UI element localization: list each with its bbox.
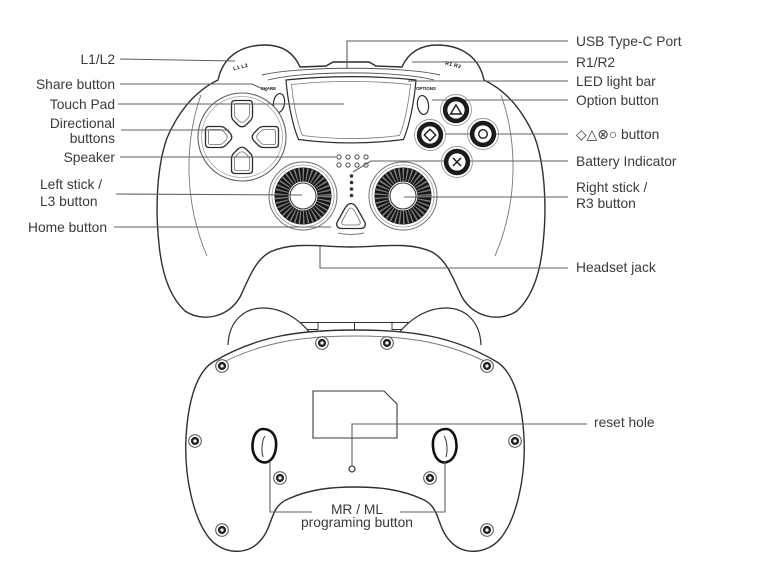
leader-lines <box>114 40 587 513</box>
left-seam-line <box>188 94 208 257</box>
directional-pad <box>197 92 287 182</box>
cross-button <box>441 146 473 178</box>
leader-reset <box>351 423 587 465</box>
front-view: L1 L2 R1 R2 SHARE OPTIONS <box>156 44 546 318</box>
label-headset-jack: Headset jack <box>576 260 656 275</box>
label-directional-line1: Directional <box>49 116 115 131</box>
label-speaker: Speaker <box>63 149 115 165</box>
led-light-bar <box>261 67 441 81</box>
label-touch-pad: Touch Pad <box>49 96 115 112</box>
label-right-stick-line2: R3 button <box>576 196 636 211</box>
label-mrml-line2: programing button <box>301 515 413 530</box>
right-stick <box>369 162 437 230</box>
cross-icon <box>452 157 462 167</box>
left-stick <box>269 162 337 230</box>
label-option-button: Option button <box>576 92 659 108</box>
touch-pad <box>285 76 417 144</box>
ml-paddle <box>251 427 278 464</box>
leader-l1l2 <box>119 58 236 62</box>
face-buttons <box>414 94 499 178</box>
option-button <box>416 94 430 116</box>
label-directional-line2: buttons <box>69 130 115 146</box>
label-left-stick-line2: L3 button <box>40 193 98 209</box>
label-home-button: Home button <box>28 219 107 235</box>
label-left-stick: Left stick / L3 button <box>40 177 102 210</box>
label-plate <box>312 390 398 439</box>
diamond-icon <box>423 128 437 142</box>
label-l1-l2: L1/L2 <box>80 52 115 67</box>
back-top-seam <box>215 335 495 367</box>
options-marking: OPTIONS <box>416 86 436 91</box>
leader-mrml-left <box>269 461 312 513</box>
home-button <box>336 202 366 235</box>
circle-button <box>467 118 499 150</box>
l1-l2-marking: L1 L2 <box>233 63 249 72</box>
label-usb-port: USB Type-C Port <box>576 34 682 49</box>
mr-paddle <box>431 427 458 464</box>
leader-mrml-right <box>400 461 446 513</box>
label-r1-r2: R1/R2 <box>576 55 616 70</box>
triangle-icon <box>449 103 463 115</box>
speaker-holes <box>336 154 369 168</box>
right-seam-line <box>494 94 514 257</box>
label-battery-indicator: Battery Indicator <box>576 153 677 169</box>
label-share-button: Share button <box>35 77 115 92</box>
label-mr-ml-programing-button: MR / ML programing button <box>277 501 437 530</box>
leader-share <box>120 83 268 92</box>
label-right-stick-line1: Right stick / <box>576 179 648 195</box>
label-right-stick: Right stick / R3 button <box>576 180 647 213</box>
label-mrml-line1: MR / ML <box>330 501 384 517</box>
label-left-stick-line1: Left stick / <box>40 177 103 192</box>
leader-usb <box>346 40 568 68</box>
label-face-buttons: ◇△⊗○ button <box>576 126 660 142</box>
leader-battery <box>352 160 568 173</box>
label-reset-hole: reset hole <box>594 415 655 430</box>
leader-headset <box>319 246 568 269</box>
label-directional-buttons: Directional buttons <box>49 116 115 146</box>
triangle-button <box>440 94 472 126</box>
share-marking: SHARE <box>261 86 276 91</box>
square-button <box>414 119 446 151</box>
r1-r2-marking: R1 R2 <box>444 61 461 71</box>
circle-icon <box>478 128 489 139</box>
reset-hole <box>348 465 356 473</box>
leader-left-stick <box>115 193 303 196</box>
battery-indicator-leds <box>349 174 354 198</box>
label-led-light-bar: LED light bar <box>576 73 656 89</box>
